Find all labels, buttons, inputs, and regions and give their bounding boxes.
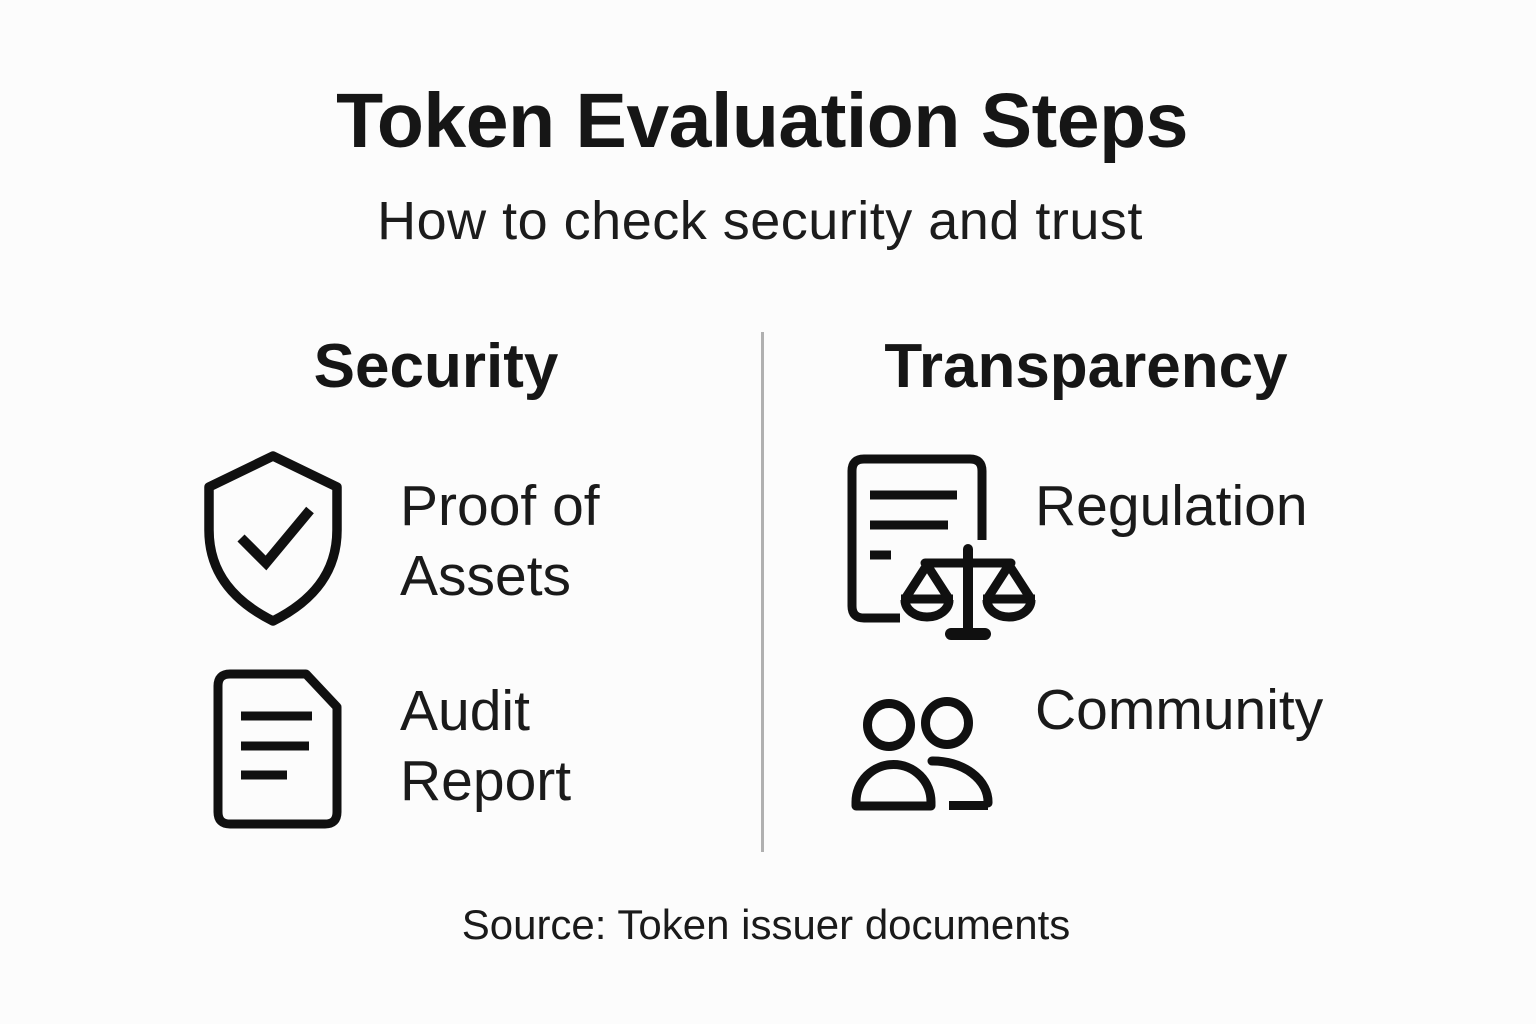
transparency-item-regulation: Regulation bbox=[1035, 471, 1308, 541]
source-note: Source: Token issuer documents bbox=[461, 901, 1071, 948]
label-line: Regulation bbox=[1035, 474, 1308, 538]
security-item-proof-of-assets: Proof of Assets bbox=[400, 471, 600, 611]
label-line: Assets bbox=[400, 544, 572, 608]
transparency-item-community: Community bbox=[1035, 675, 1323, 745]
document-scales-icon bbox=[845, 453, 1041, 645]
label-line: Audit bbox=[400, 679, 530, 743]
page-title: Token Evaluation Steps bbox=[336, 78, 1188, 164]
security-item-audit-report: Audit Report bbox=[400, 676, 571, 816]
document-lines-icon bbox=[211, 669, 343, 829]
shield-check-icon bbox=[203, 450, 343, 627]
page-subtitle: How to check security and trust bbox=[377, 191, 1143, 251]
security-column-header: Security bbox=[313, 332, 559, 401]
transparency-column-header: Transparency bbox=[884, 332, 1288, 401]
label-line: Proof of bbox=[400, 474, 600, 538]
label-line: Report bbox=[400, 749, 572, 813]
column-divider bbox=[761, 332, 764, 852]
label-line: Community bbox=[1035, 678, 1324, 742]
people-icon bbox=[851, 697, 993, 811]
